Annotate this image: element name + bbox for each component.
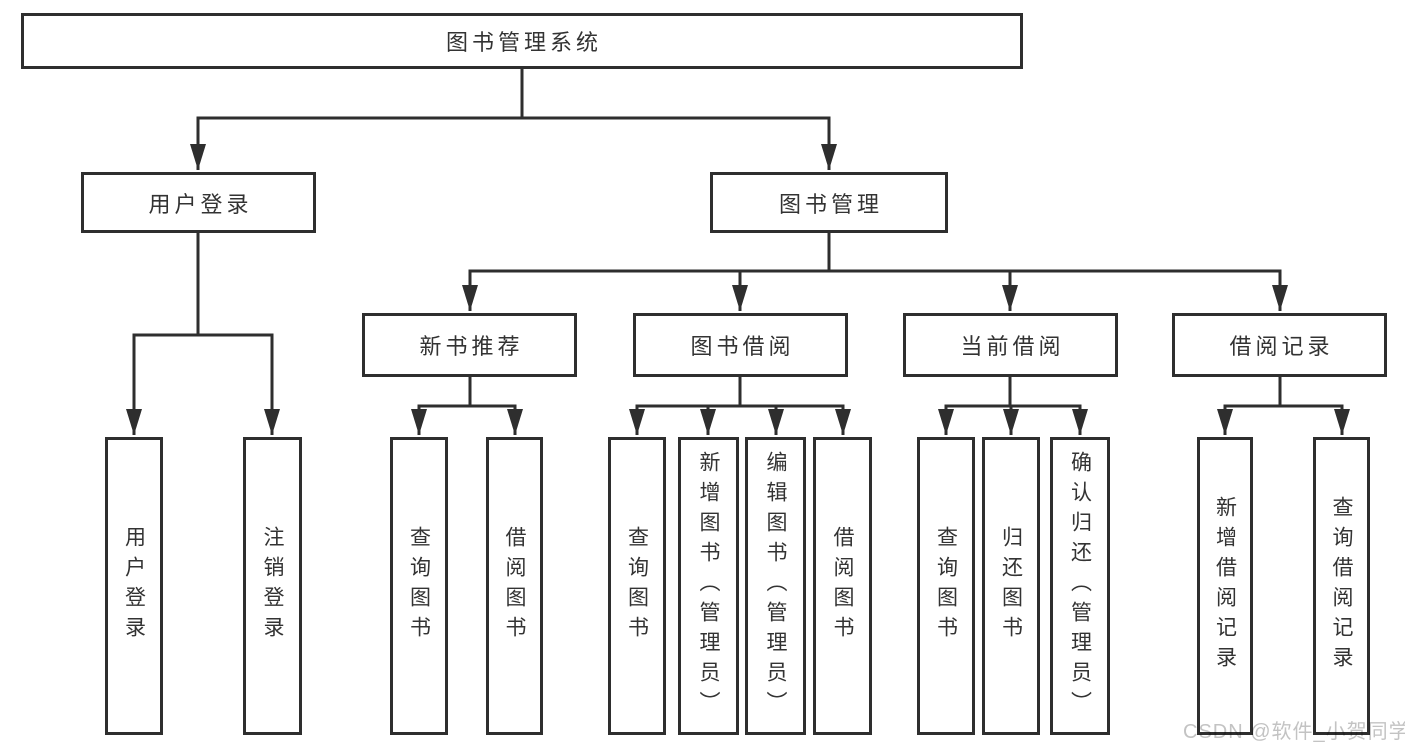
connector-arrows: [126, 118, 1350, 435]
node-query-books-recommend: 查询图书: [390, 437, 448, 735]
node-label: 新书推荐: [419, 334, 524, 359]
node-label: 图书管理: [778, 191, 883, 217]
node-query-books-borrowing: 查询图书: [608, 437, 666, 735]
node-edit-books-admin: 编辑图书（管理员）: [745, 437, 806, 735]
node-label: 图书借阅: [690, 334, 795, 359]
node-label: 用户登录: [148, 191, 253, 217]
node-borrow-books: 借阅图书: [813, 437, 872, 735]
csdn-watermark: CSDN @软件_小贺同学: [1183, 721, 1405, 743]
node-label: 新增借阅记录: [1213, 496, 1237, 676]
node-query-borrow-record: 查询借阅记录: [1313, 437, 1370, 735]
node-library-management-system: 图书管理系统: [21, 13, 1023, 69]
node-label: 借阅图书: [503, 526, 526, 646]
node-borrow-books-recommend: 借阅图书: [486, 437, 543, 735]
node-label: 查询图书: [625, 526, 649, 646]
node-confirm-return-admin: 确认归还（管理员）: [1050, 437, 1110, 735]
node-new-book-recommend: 新书推荐: [362, 313, 577, 377]
node-label: 图书管理系统: [445, 30, 602, 55]
node-add-books-admin: 新增图书（管理员）: [678, 437, 739, 735]
node-book-borrowing: 图书借阅: [633, 313, 848, 377]
node-current-borrowing: 当前借阅: [903, 313, 1118, 377]
node-user-login-group: 用户登录: [81, 172, 316, 233]
node-label: 归还图书: [999, 526, 1023, 646]
node-label: 查询图书: [407, 526, 431, 646]
connector-edges: [132, 67, 1344, 408]
node-borrowing-records: 借阅记录: [1172, 313, 1387, 377]
node-label: 当前借阅: [960, 334, 1065, 359]
node-label: 查询借阅记录: [1330, 496, 1353, 676]
node-user-login-leaf: 用户登录: [105, 437, 163, 735]
node-add-borrow-record: 新增借阅记录: [1197, 437, 1253, 735]
node-label: 注销登录: [261, 526, 284, 646]
node-label: 借阅记录: [1229, 334, 1334, 359]
node-return-books: 归还图书: [982, 437, 1040, 735]
node-query-books-current: 查询图书: [917, 437, 975, 735]
node-book-management: 图书管理: [710, 172, 948, 233]
node-logout: 注销登录: [243, 437, 302, 735]
node-label: 借阅图书: [831, 526, 854, 646]
node-label: 编辑图书（管理员）: [764, 451, 787, 721]
node-label: 用户登录: [122, 526, 146, 646]
node-label: 新增图书（管理员）: [697, 451, 720, 721]
node-label: 确认归还（管理员）: [1068, 451, 1092, 721]
node-label: 查询图书: [934, 526, 958, 646]
